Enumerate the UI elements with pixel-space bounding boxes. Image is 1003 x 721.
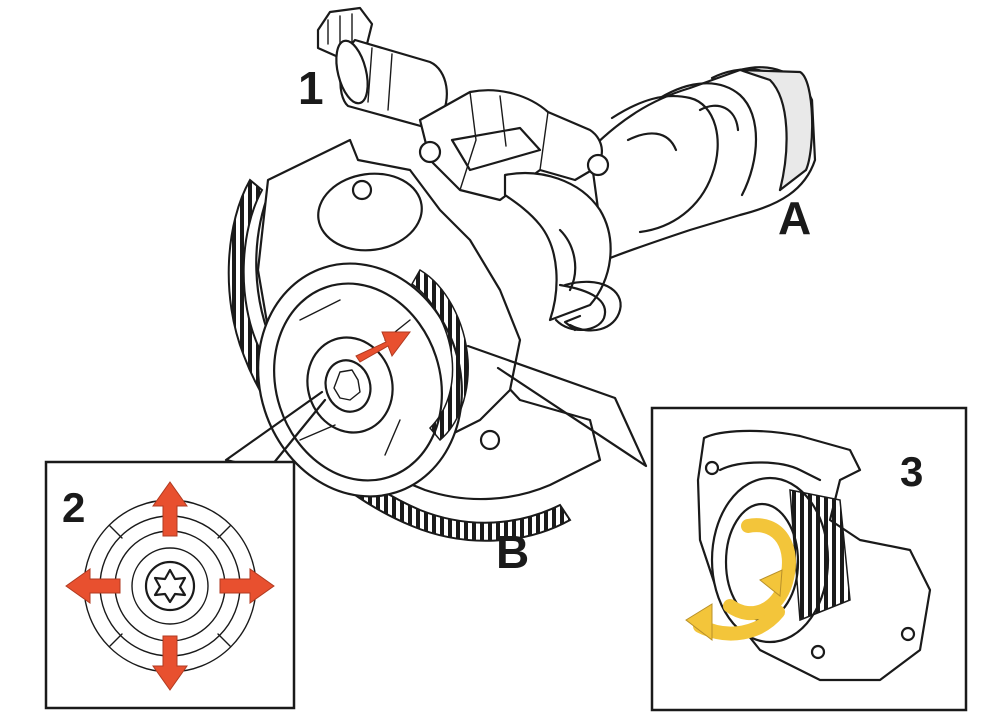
red-arrow-icon <box>152 635 188 691</box>
red-arrow-icon <box>152 481 188 537</box>
yellow-rotation-arrow-icon <box>723 518 796 621</box>
inset-3: 3 <box>650 406 968 712</box>
inset-3-label: 3 <box>900 448 923 495</box>
solenoid-valve <box>316 6 612 331</box>
part-b-label: B <box>496 526 529 578</box>
red-arrow-icon <box>355 331 411 363</box>
camshaft <box>588 66 817 262</box>
part-a-label: A <box>778 192 811 244</box>
torx-socket-icon <box>153 568 187 604</box>
inset-2: 2 <box>44 460 296 710</box>
part-1-label: 1 <box>298 62 324 114</box>
camshaft-adjuster <box>227 138 622 542</box>
red-arrow-icon <box>219 568 275 604</box>
inset-2-label: 2 <box>62 484 85 531</box>
red-arrow-icon <box>65 568 121 604</box>
torx-socket-icon <box>333 369 361 401</box>
